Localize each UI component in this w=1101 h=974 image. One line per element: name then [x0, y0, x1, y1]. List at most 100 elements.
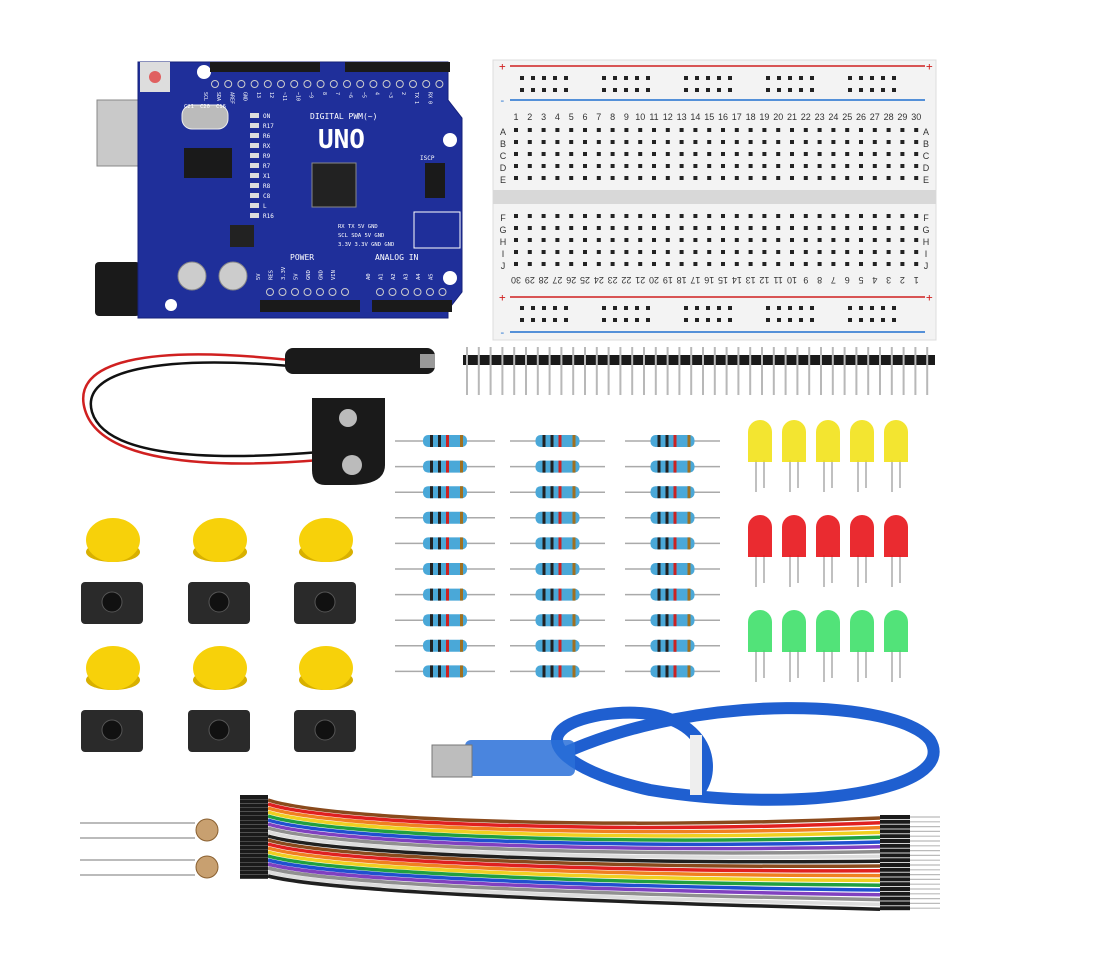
jumper-pin-housing	[240, 820, 268, 825]
column-number: 16	[718, 112, 728, 122]
rail-hole	[531, 318, 535, 322]
digital-pin-label: GND	[242, 92, 248, 101]
color-band	[558, 511, 562, 524]
rail-hole	[564, 88, 568, 92]
power-pin-label: 5V	[256, 273, 262, 280]
breadboard-hole	[776, 262, 781, 266]
breadboard-hole	[900, 140, 905, 144]
jumper-pin-housing	[880, 896, 910, 901]
breadboard-hole	[817, 262, 822, 266]
breadboard-hole	[610, 140, 615, 144]
rail-hole	[881, 318, 885, 322]
color-band	[558, 435, 562, 447]
breadboard-hole	[596, 128, 601, 132]
breadboard-hole	[665, 226, 670, 230]
breadboard-hole	[900, 238, 905, 242]
breadboard-hole	[624, 238, 629, 242]
breadboard-hole	[652, 140, 656, 144]
pin-hole	[303, 288, 312, 296]
color-band	[657, 563, 661, 575]
rail-hole	[892, 76, 896, 80]
power-pin-label: RES	[269, 270, 275, 280]
rail-hole	[870, 88, 874, 92]
jumper-pin-housing	[880, 819, 910, 824]
led	[782, 610, 806, 652]
column-number: 12	[663, 112, 673, 122]
resistor	[423, 460, 467, 473]
breadboard-hole	[555, 226, 560, 230]
resistor	[650, 588, 695, 601]
board-model-label: UNO	[318, 125, 365, 155]
jumper-pin-housing	[240, 849, 268, 854]
color-band	[572, 435, 576, 447]
breadboard-hole	[886, 214, 891, 218]
power-pin-label: VIN	[331, 270, 337, 280]
column-number: 17	[732, 112, 742, 122]
jumper-pin-housing	[880, 839, 910, 843]
breadboard-hole	[514, 226, 518, 230]
rail-hole	[542, 318, 546, 322]
pin-hole	[395, 80, 404, 88]
ldr	[195, 818, 219, 842]
rail-hole	[695, 318, 699, 322]
breadboard-hole	[707, 238, 712, 242]
pin-hole	[291, 288, 299, 296]
rail-hole	[520, 318, 524, 322]
breadboard-hole	[693, 214, 698, 218]
breadboard-hole	[624, 128, 629, 132]
jumper-pin-housing	[240, 811, 268, 816]
resistor	[535, 614, 580, 627]
color-band	[657, 435, 661, 447]
jumper-wire-ribbon	[240, 795, 940, 911]
jumper-wire	[267, 814, 881, 842]
breadboard-hole	[583, 176, 587, 180]
breadboard-hole	[624, 176, 629, 180]
power-pin-label: 3.3V	[281, 266, 287, 280]
breadboard-hole	[721, 152, 725, 156]
breadboard-hole	[624, 250, 629, 254]
jumper-wire	[267, 798, 881, 825]
breadboard-hole	[776, 152, 781, 156]
breadboard-hole	[541, 176, 546, 180]
jumper-pin-housing	[880, 848, 910, 853]
breadboard-hole	[721, 140, 725, 144]
component-label: L	[263, 203, 267, 210]
column-number: 24	[594, 275, 604, 285]
resistor	[423, 511, 467, 524]
component-label: R9	[263, 153, 271, 160]
rail-hole	[635, 306, 639, 310]
breadboard-hole	[845, 140, 850, 144]
crystal	[181, 104, 229, 130]
resistor	[423, 486, 467, 499]
rail-hole	[646, 76, 650, 80]
column-number: 25	[842, 112, 852, 122]
power-pin-label: 5V	[294, 273, 300, 280]
resistor	[650, 460, 695, 473]
breadboard-hole	[514, 262, 518, 266]
color-band	[572, 614, 576, 627]
rail-hole	[799, 76, 803, 80]
breadboard-hole	[514, 250, 518, 254]
breadboard-hole	[693, 176, 698, 180]
column-number: 18	[677, 275, 687, 285]
breadboard-hole	[900, 262, 905, 266]
color-band	[550, 537, 554, 550]
breadboard-hole	[872, 176, 877, 180]
breadboard-hole	[596, 152, 601, 156]
pin-hole	[382, 80, 391, 88]
color-band	[542, 614, 546, 627]
breadboard-hole	[803, 176, 808, 180]
button-cap	[86, 518, 140, 562]
rail-hole	[881, 76, 885, 80]
led	[782, 515, 806, 557]
rail-hole	[810, 88, 814, 92]
breadboard-hole	[859, 262, 863, 266]
color-band	[430, 511, 433, 524]
rail-hole	[531, 306, 535, 310]
usb-chip	[184, 148, 232, 178]
color-band	[673, 614, 677, 627]
breadboard-hole	[638, 164, 643, 168]
rail-hole	[602, 306, 606, 310]
color-band	[438, 639, 441, 652]
resistor	[423, 537, 467, 550]
